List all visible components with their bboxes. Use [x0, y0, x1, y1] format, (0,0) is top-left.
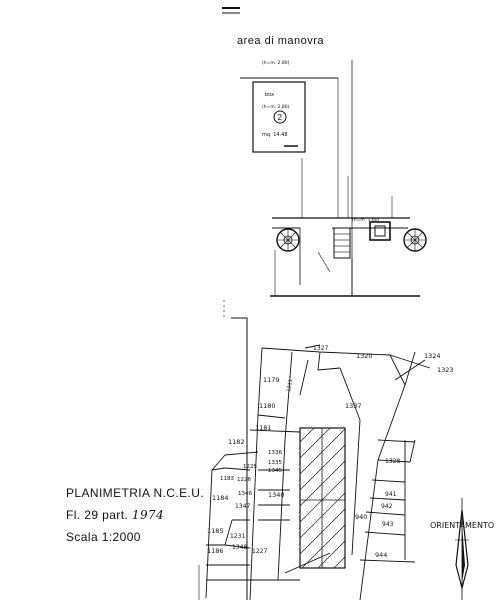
dimension-mid: (h=m. 1.60): [352, 217, 380, 223]
sheet-prefix: Fl. 29 part.: [66, 508, 129, 522]
parcel-1340: 1340: [268, 491, 285, 499]
box-dimension: (h=m. 2.80): [262, 104, 290, 110]
parcel-1179: 1179: [263, 376, 280, 384]
parcel-1227: 1227: [252, 548, 267, 555]
parcel-941: 941: [385, 491, 397, 498]
box-room: [252, 81, 306, 153]
parcel-944: 944: [375, 551, 387, 559]
north-arrow-icon: [455, 509, 469, 591]
parcel-1336: 1336: [268, 450, 282, 456]
parcel-1335: 1335: [268, 460, 282, 466]
parcel-1320: 1320: [356, 352, 373, 360]
parcel-1328: 1328: [385, 458, 400, 465]
parcel-1327: 1327: [313, 345, 328, 352]
north-arrow: ORIENTAMENTO: [430, 498, 494, 600]
parcel-1211: 1211: [286, 379, 294, 393]
parcel-1180: 1180: [259, 402, 276, 410]
parcel-labels: 1320 1324 1327 1323 1179 1211 1180 1337 …: [207, 345, 454, 559]
parcel-1186: 1186: [207, 547, 224, 555]
parcel-1226: 1226: [237, 477, 251, 483]
sheet-reference: Fl. 29 part. 1974: [66, 508, 164, 522]
parcel-1346: 1346: [238, 491, 252, 497]
parcel-1347: 1347: [235, 503, 250, 510]
box-number: 2: [278, 113, 283, 122]
parcel-1231: 1231: [230, 533, 245, 540]
parcel-943: 943: [382, 521, 394, 528]
scale-label: Scala 1:2000: [66, 530, 141, 544]
parcel-1185: 1185: [207, 527, 224, 535]
area-label: area di manovra: [237, 35, 324, 47]
parcel-1183: 1183: [220, 476, 234, 482]
dimension-top: (h=m. 2.80): [262, 60, 290, 66]
parcel-1182: 1182: [228, 438, 245, 446]
sheet-number-handwritten: 1974: [131, 508, 165, 522]
hatched-building: [299, 427, 346, 569]
parcel-1348: 1348: [232, 544, 247, 551]
parcel-1181: 1181: [255, 424, 272, 432]
plan-title: PLANIMETRIA N.C.E.U.: [66, 486, 205, 500]
cadastral-map: [198, 317, 431, 600]
floor-plan: [222, 7, 427, 318]
parcel-1225: 1225: [243, 464, 257, 470]
parcel-1337: 1337: [345, 402, 362, 410]
box-number-circle: [273, 110, 287, 124]
parcel-940: 940: [355, 513, 367, 521]
parcel-1345: 1345: [268, 468, 282, 474]
parcel-1323: 1323: [437, 366, 454, 374]
box-area: mq. 14.48: [262, 132, 288, 138]
parcel-1184: 1184: [212, 494, 229, 502]
box-label: box: [265, 92, 274, 98]
straight-stair: [333, 227, 351, 259]
parcel-942: 942: [381, 503, 393, 510]
parcel-1324: 1324: [424, 352, 441, 360]
